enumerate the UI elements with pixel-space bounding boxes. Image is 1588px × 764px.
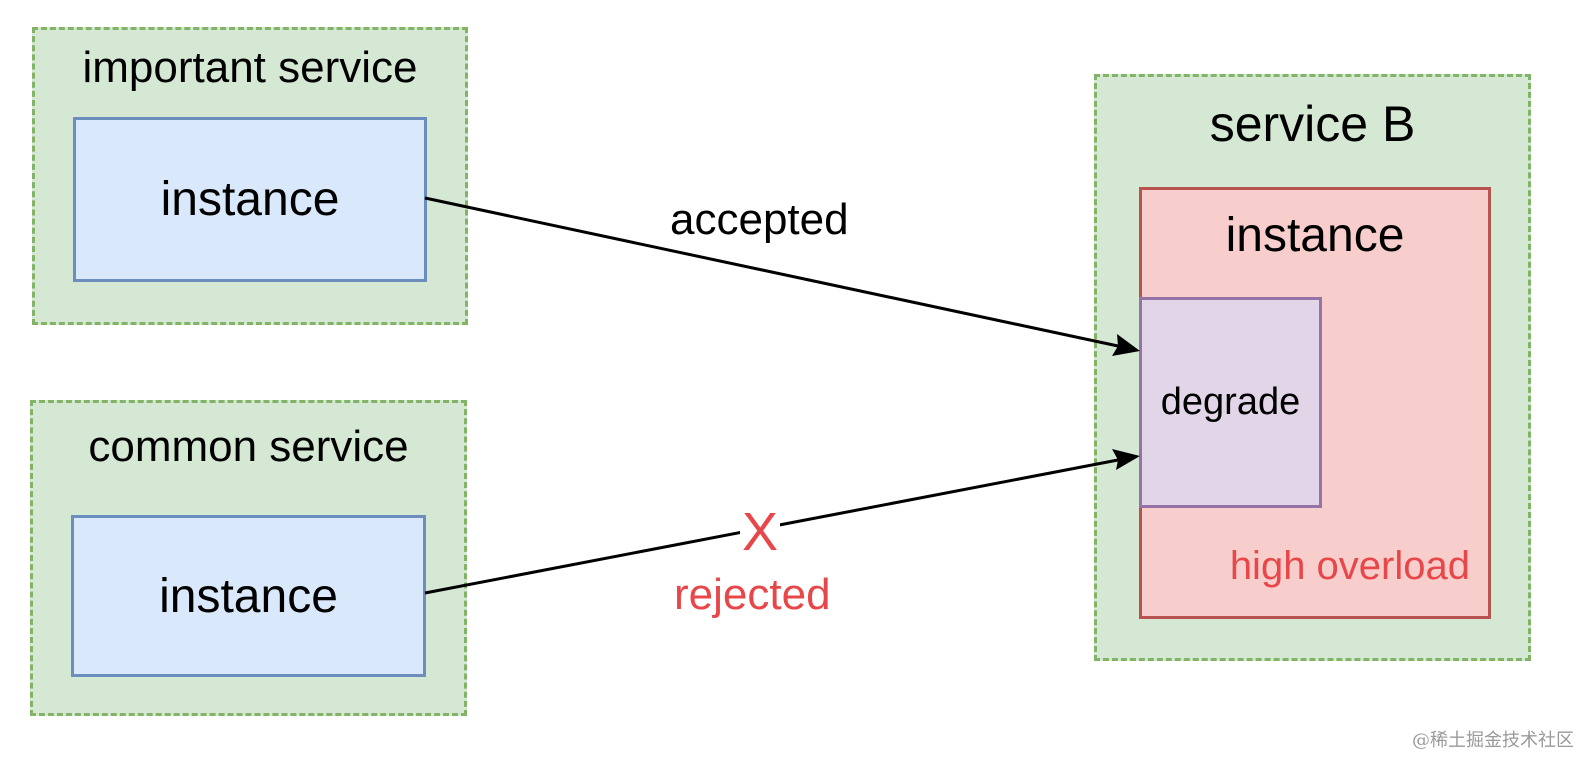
accepted-arrowhead [1112, 334, 1140, 356]
important-service-title: important service [82, 43, 418, 92]
important-service-instance: instance [73, 117, 427, 282]
degrade-box: degrade [1139, 297, 1322, 508]
rejected-label: rejected [674, 570, 831, 619]
common-service-instance: instance [71, 515, 426, 677]
rejected-x-mark: X [740, 502, 781, 562]
high-overload-label: high overload [1229, 544, 1470, 588]
service-b-title: service B [1209, 96, 1416, 152]
important-service-group: important service instance [32, 27, 468, 325]
accepted-label: accepted [668, 195, 851, 244]
common-service-group: common service instance [30, 400, 467, 716]
watermark: @稀土掘金技术社区 [1412, 730, 1574, 751]
accepted-edge [424, 196, 1119, 348]
rejected-arrowhead [1112, 449, 1140, 470]
common-service-title: common service [88, 422, 409, 471]
service-b-instance-label: instance [1225, 209, 1405, 262]
